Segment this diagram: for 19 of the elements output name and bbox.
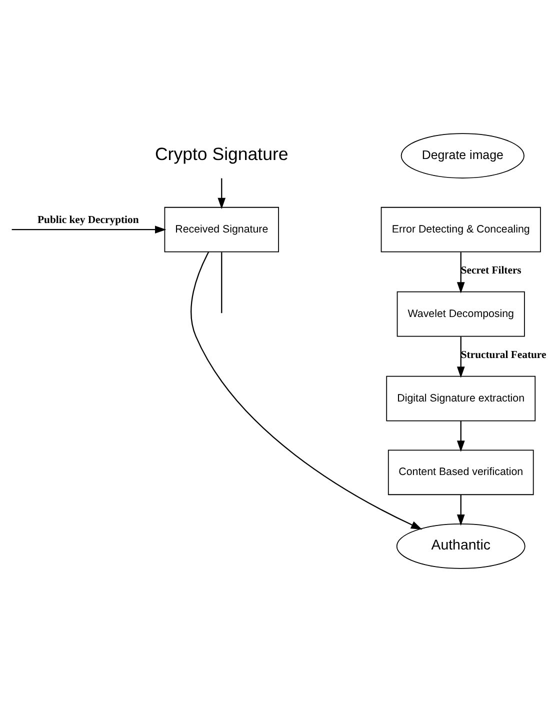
arrow bbox=[190, 252, 422, 530]
edge-label: Public key Decryption bbox=[38, 214, 139, 226]
node-box: Error Detecting & Concealing bbox=[380, 206, 541, 252]
node-ellipse: Authantic bbox=[396, 524, 526, 569]
node-text: Crypto Signature bbox=[154, 144, 288, 164]
arrow bbox=[456, 494, 465, 526]
node-box: Digital Signature extraction bbox=[386, 376, 536, 422]
connector bbox=[221, 252, 222, 314]
arrow bbox=[456, 336, 465, 378]
node-box: Wavelet Decomposing bbox=[396, 291, 525, 337]
node-box: Received Signature bbox=[164, 206, 279, 252]
node-ellipse: Degrate image bbox=[400, 133, 524, 178]
node-box: Content Based verification bbox=[388, 450, 534, 496]
arrow bbox=[456, 252, 465, 294]
edge-label: Secret Filters bbox=[460, 264, 522, 277]
arrow bbox=[12, 226, 166, 234]
arrow bbox=[456, 421, 465, 452]
arrow bbox=[218, 178, 226, 210]
edge-label: Structural Feature bbox=[460, 349, 546, 362]
